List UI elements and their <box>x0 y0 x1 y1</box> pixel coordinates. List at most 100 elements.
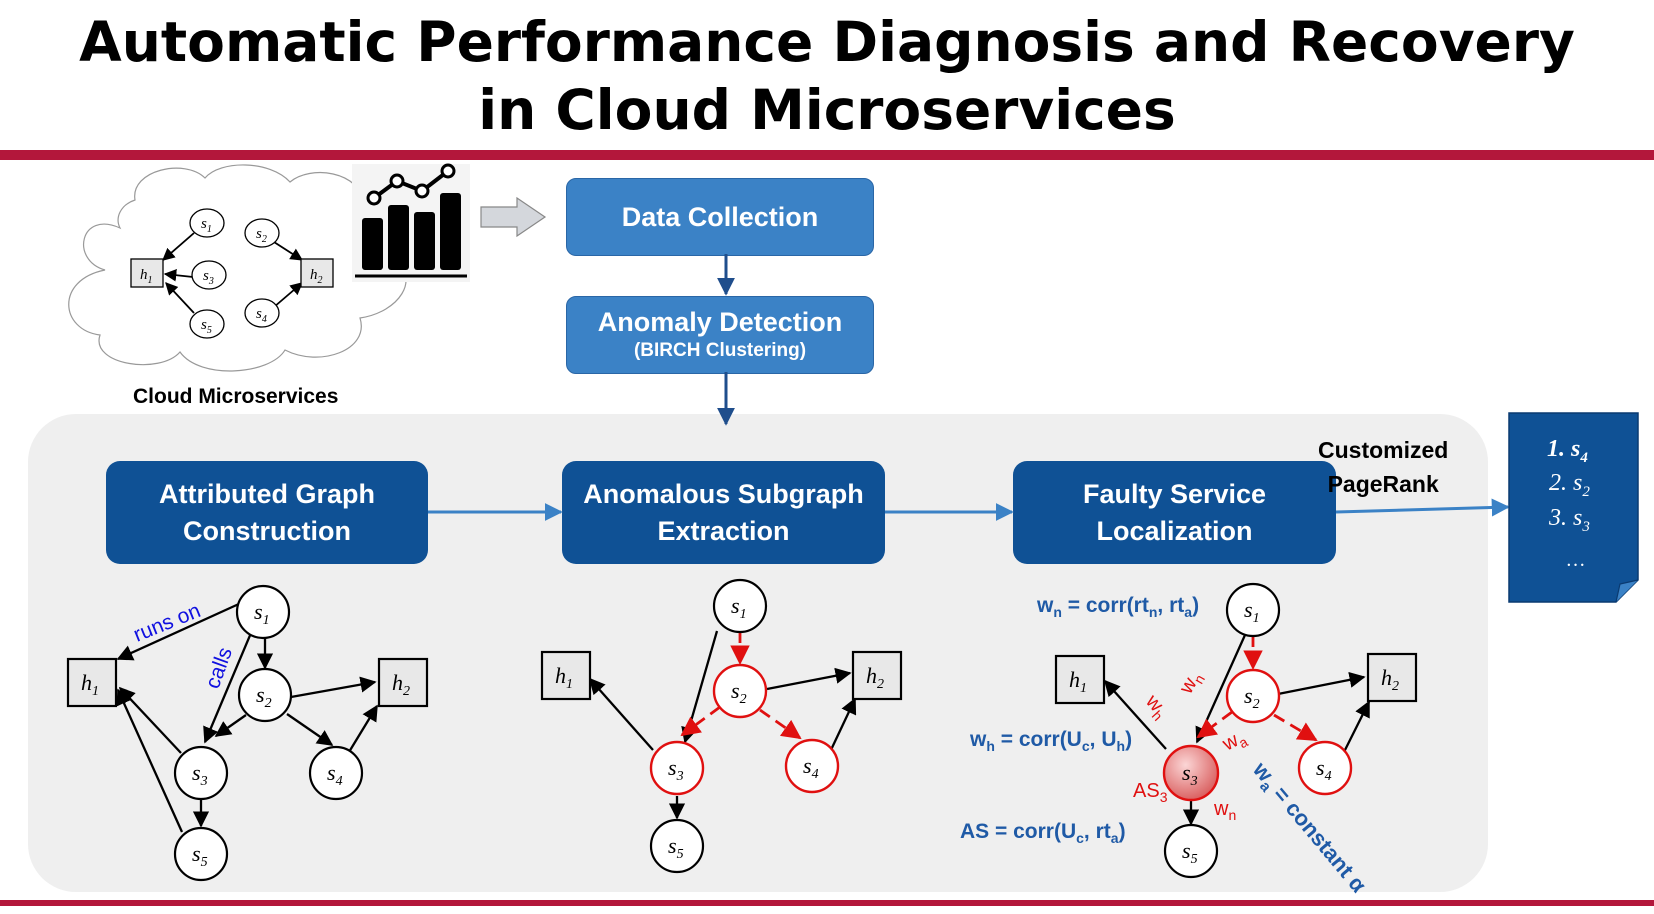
pagerank-label-2: PageRank <box>1327 471 1439 497</box>
g3-node-s1: s1 <box>1225 582 1281 638</box>
formula-as: AS = corr(Uc, rta) <box>960 820 1126 846</box>
g3-node-s3-faulty: s3 <box>1162 744 1220 802</box>
svg-text:s2: s2 <box>731 678 747 707</box>
top-divider <box>0 150 1654 160</box>
formula-wn: wn = corr(rtn, rta) <box>1036 594 1199 620</box>
cloud-node-s2: s2 <box>244 218 280 248</box>
svg-text:s2: s2 <box>256 682 272 711</box>
title-line-1: Automatic Performance Diagnosis and Reco… <box>79 10 1575 74</box>
anomaly-detection-box: Anomaly Detection (BIRCH Clustering) <box>566 296 874 374</box>
g3-node-s5: s5 <box>1163 823 1219 879</box>
calls-label: calls <box>201 644 237 691</box>
cloud-node-h2-label: h2 <box>310 267 323 286</box>
g1-node-h2: h2 <box>377 657 429 708</box>
edge-weight-wn-lower: wn <box>1213 798 1236 823</box>
cloud-node-s2-label: s2 <box>256 226 267 245</box>
svg-text:s2: s2 <box>1244 683 1260 712</box>
svg-text:h1: h1 <box>555 663 573 692</box>
anomaly-detection-label: Anomaly Detection <box>597 307 843 337</box>
g3-node-h2: h2 <box>1366 652 1418 703</box>
edge-weight-wn-upper: wn <box>1175 667 1208 700</box>
svg-text:s5: s5 <box>1182 838 1198 867</box>
g3-node-s2: s2 <box>1225 668 1281 724</box>
g2-node-h2: h2 <box>851 650 903 701</box>
g3-node-h1: h1 <box>1054 654 1106 705</box>
svg-text:h1: h1 <box>1069 667 1087 696</box>
cloud-node-s4-label: s4 <box>256 306 267 325</box>
cloud-node-s5: s5 <box>189 309 225 339</box>
svg-text:s5: s5 <box>668 833 684 862</box>
cloud-node-s5-label: s5 <box>201 317 212 336</box>
g1-node-s5: s5 <box>173 826 229 882</box>
ranking-list: 1. s4 2. s2 3. s3 … <box>1547 436 1590 571</box>
svg-text:s4: s4 <box>1316 755 1332 784</box>
svg-text:s3: s3 <box>668 755 684 784</box>
fault-localization-label-1: Faulty Service <box>1082 478 1267 509</box>
svg-text:h1: h1 <box>81 670 99 699</box>
svg-text:s1: s1 <box>731 593 747 622</box>
cloud-node-s1-label: s1 <box>201 216 212 235</box>
svg-text:s3: s3 <box>1182 760 1198 789</box>
ranking-document-fold <box>1615 579 1639 603</box>
bottom-divider <box>0 900 1654 906</box>
g1-node-s3: s3 <box>173 745 229 801</box>
subgraph-extraction-box: Anomalous Subgraph Extraction <box>562 461 885 564</box>
cloud-shape <box>68 164 407 372</box>
flow-block-arrow <box>480 196 547 238</box>
g1-node-s2: s2 <box>237 667 293 723</box>
g1-node-h1: h1 <box>66 657 118 708</box>
attributed-graph: runs on calls s1 s2 s3 s4 s5 h1 h2 <box>66 584 429 882</box>
edge-weight-wh: wh <box>1138 690 1172 724</box>
pagerank-label-1: Customized <box>1318 437 1449 463</box>
runs-on-label: runs on <box>130 599 204 647</box>
svg-text:h2: h2 <box>392 670 410 699</box>
graph-construction-label-2: Construction <box>183 515 351 546</box>
g2-node-s3: s3 <box>649 740 705 796</box>
cloud-node-h2: h2 <box>300 258 334 288</box>
svg-text:s3: s3 <box>192 760 208 789</box>
anomaly-detection-sublabel: (BIRCH Clustering) <box>633 340 807 361</box>
fault-localization-label-2: Localization <box>1096 515 1253 546</box>
svg-text:s5: s5 <box>192 841 208 870</box>
svg-text:s4: s4 <box>327 760 343 789</box>
arrow-localization-to-ranking <box>1335 498 1510 517</box>
graph-construction-label-1: Attributed Graph <box>159 478 375 509</box>
rank-item-more: … <box>1567 549 1585 571</box>
data-collection-label: Data Collection <box>621 201 819 232</box>
svg-text:h2: h2 <box>1381 665 1399 694</box>
bar-line-chart-icon <box>352 163 470 282</box>
cloud-node-h1-label: h1 <box>140 267 153 286</box>
cloud-node-s4: s4 <box>244 298 280 328</box>
anomalous-subgraph: s1 s2 s3 s4 s5 h1 h2 <box>540 578 903 874</box>
cloud-graph-edges <box>162 232 304 314</box>
g1-node-s4: s4 <box>308 745 364 801</box>
formula-wh: wh = corr(Uc, Uh) <box>969 728 1132 754</box>
cloud-node-s3: s3 <box>191 260 227 290</box>
title-line-2: in Cloud Microservices <box>478 78 1176 142</box>
rank-item-3: 3. s3 <box>1548 505 1590 535</box>
g2-node-h1: h1 <box>540 650 592 701</box>
g2-node-s1: s1 <box>712 578 768 634</box>
localization-graph: s1 s2 s3 s4 s5 h1 h2 wn wh wa wn AS3 wn … <box>960 582 1418 898</box>
cloud-node-h1: h1 <box>130 258 164 288</box>
g2-node-s4: s4 <box>784 738 840 794</box>
graph-construction-box: Attributed Graph Construction <box>106 461 428 564</box>
svg-text:h2: h2 <box>866 663 884 692</box>
svg-text:s1: s1 <box>1244 597 1260 626</box>
subgraph-extraction-label-2: Extraction <box>657 515 790 546</box>
rank-item-2: 2. s2 <box>1549 470 1590 500</box>
g3-node-s4: s4 <box>1297 740 1353 796</box>
cloud-graph-nodes: s1 s3 s5 s2 s4 h1 h2 <box>130 208 334 339</box>
fault-localization-box: Faulty Service Localization <box>1013 461 1336 564</box>
g2-node-s2: s2 <box>712 663 768 719</box>
g1-node-s1: s1 <box>235 584 291 640</box>
cloud-node-s1: s1 <box>189 208 225 238</box>
cloud-node-s3-label: s3 <box>203 268 214 287</box>
rank-item-1: 1. s4 <box>1547 436 1588 466</box>
svg-text:s4: s4 <box>803 753 819 782</box>
data-collection-box: Data Collection <box>566 178 874 256</box>
edge-weight-wa: wa <box>1218 725 1250 758</box>
customized-pagerank-label: Customized PageRank <box>1318 433 1448 501</box>
subgraph-extraction-label-1: Anomalous Subgraph <box>583 478 864 509</box>
